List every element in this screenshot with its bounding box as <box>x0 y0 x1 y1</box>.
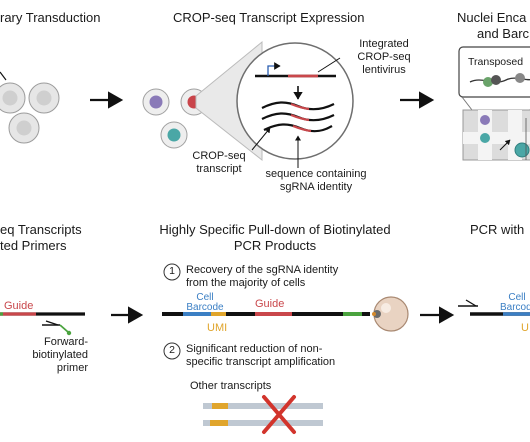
label-primer: primer <box>56 362 88 374</box>
cropseq-transcripts <box>261 101 335 133</box>
step1-number-badge <box>163 263 181 281</box>
step2-number: 2 <box>169 344 175 356</box>
label-cropseq-transcript-2: transcript <box>196 163 242 175</box>
heading-library-transduction: rary Transduction <box>0 10 101 25</box>
step1-text-2: from the majority of cells <box>186 277 306 289</box>
label-sgrna-identity: sgRNA identity <box>279 181 353 193</box>
label-cell-mid: Cell <box>196 292 214 303</box>
label-umi-right: UI <box>521 322 530 334</box>
label-transposed: Transposed <box>468 56 524 68</box>
label-other-transcripts: Other transcripts <box>190 380 272 392</box>
transduced-cells <box>0 71 60 144</box>
step1-number: 1 <box>169 265 175 277</box>
heading-pulldown-1: Highly Specific Pull-down of Biotinylate… <box>159 222 391 237</box>
heading-cropseq-expression: CROP-seq Transcript Expression <box>173 10 365 25</box>
label-guide-mid: Guide <box>255 298 285 310</box>
label-barcode-mid: Barcode <box>186 302 224 313</box>
microfluidic-chip <box>462 109 530 161</box>
heading-nuclei-line2: and Barc <box>477 26 530 41</box>
forward-biotinylated-primer <box>42 320 72 336</box>
label-umi-mid: UMI <box>207 322 228 334</box>
label-cropseq-transcript-1: CROP-seq <box>192 150 246 162</box>
other-transcripts-bars <box>203 403 323 426</box>
no-amplification-cross <box>262 395 296 434</box>
pcr-right-template <box>458 299 530 316</box>
heading-pulldown-2: PCR Products <box>233 238 317 253</box>
integrated-lentivirus-dna <box>255 62 336 78</box>
step2-text-1: Significant reduction of non- <box>186 343 323 355</box>
label-lentivirus: lentivirus <box>362 64 406 76</box>
heading-seq-transcripts-2: ted Primers <box>0 238 67 253</box>
label-biotinylated: biotinylated <box>32 349 88 361</box>
label-cell-right: Cell <box>508 292 526 303</box>
label-forward: Forward- <box>43 336 88 348</box>
heading-pcr-with: PCR with <box>470 222 525 237</box>
heading-seq-transcripts-1: eq Transcripts <box>0 222 82 237</box>
label-barcode-right: Barcode <box>500 302 530 313</box>
expression-cells <box>142 88 208 149</box>
step2-text-2: specific transcript amplification <box>186 356 336 368</box>
heading-nuclei-line1: Nuclei Enca <box>457 10 527 25</box>
step2-number-badge <box>163 342 181 360</box>
label-sequence-containing: sequence containing <box>265 168 367 180</box>
step1-text-1: Recovery of the sgRNA identity <box>186 264 339 276</box>
label-integrated: Integrated <box>359 38 409 50</box>
streptavidin-bead <box>372 296 409 332</box>
transposed-inset <box>458 46 530 98</box>
label-cropseq: CROP-seq <box>357 51 411 63</box>
label-guide-left: Guide <box>4 300 34 312</box>
